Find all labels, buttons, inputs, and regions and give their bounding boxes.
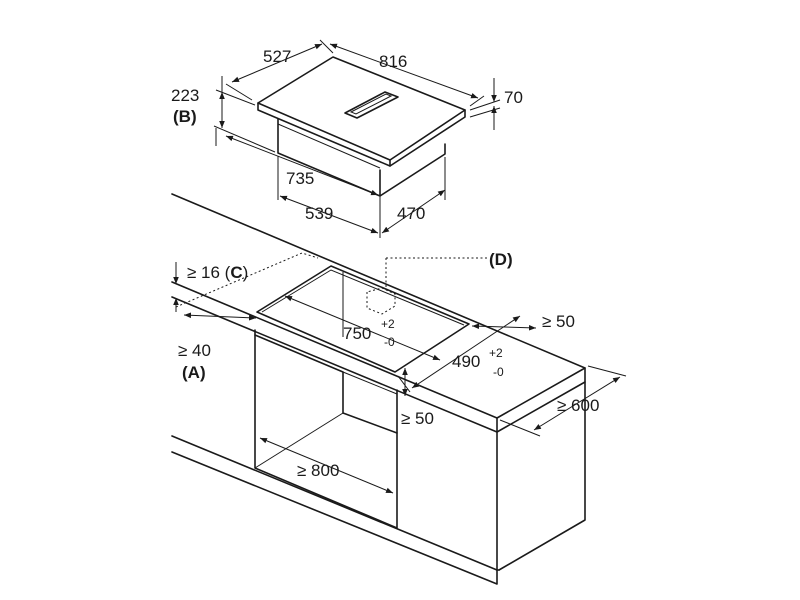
hob-glass-edge xyxy=(257,102,466,167)
cabinet-width-label: ≥ 800 xyxy=(297,461,339,480)
worktop-top xyxy=(171,193,586,419)
worktop-drawing xyxy=(171,193,586,585)
cutout-width-tol-plus: +2 xyxy=(381,317,395,331)
hob-glass-top xyxy=(257,56,466,161)
counter-depth-label: ≥ 600 xyxy=(557,396,599,415)
rear-gap-label: ≥ 50 xyxy=(542,312,575,331)
worktop-cutout xyxy=(256,265,470,373)
ref-c-label: C xyxy=(230,263,242,282)
cabinet-gap-label: ≥ 50 xyxy=(401,409,434,428)
cutout-depth-tol-plus: +2 xyxy=(489,346,503,360)
cutout-width-tol-minus: -0 xyxy=(384,335,395,349)
hob-body-width-label: 735 xyxy=(286,169,314,188)
hob-depth-label: 527 xyxy=(263,47,291,66)
ref-a-label: (A) xyxy=(182,363,206,382)
hob-body-height-label: 223 xyxy=(171,86,199,105)
front-gap-label: ≥ 40 xyxy=(178,341,211,360)
hob-top-height-label: 70 xyxy=(504,88,523,107)
ref-d-label: (D) xyxy=(489,250,513,269)
cutout-dimensions: (D) ≥ 16 (C) ≥ 40 (A) ≥ 50 750 +2 -0 490… xyxy=(173,250,627,494)
margin-top-label: ≥ 16 ( xyxy=(187,263,231,282)
cabinet-plinth xyxy=(171,435,498,571)
cutout-depth-label: 490 xyxy=(452,352,480,371)
cutout-depth-tol-minus: -0 xyxy=(493,365,504,379)
svg-text:≥ 16 (C): ≥ 16 (C) xyxy=(187,263,248,282)
ref-b-label: (B) xyxy=(173,107,197,126)
cutout-width-label: 750 xyxy=(343,324,371,343)
hob-width-label: 816 xyxy=(379,52,407,71)
cabinet-opening xyxy=(254,329,398,529)
clearance-dashed xyxy=(175,252,319,308)
hob-dimensions: 527 816 70 223 (B) 735 539 470 xyxy=(171,39,523,238)
hob-body-depth-label: 539 xyxy=(305,204,333,223)
hob-rear-offset-label: 470 xyxy=(397,204,425,223)
